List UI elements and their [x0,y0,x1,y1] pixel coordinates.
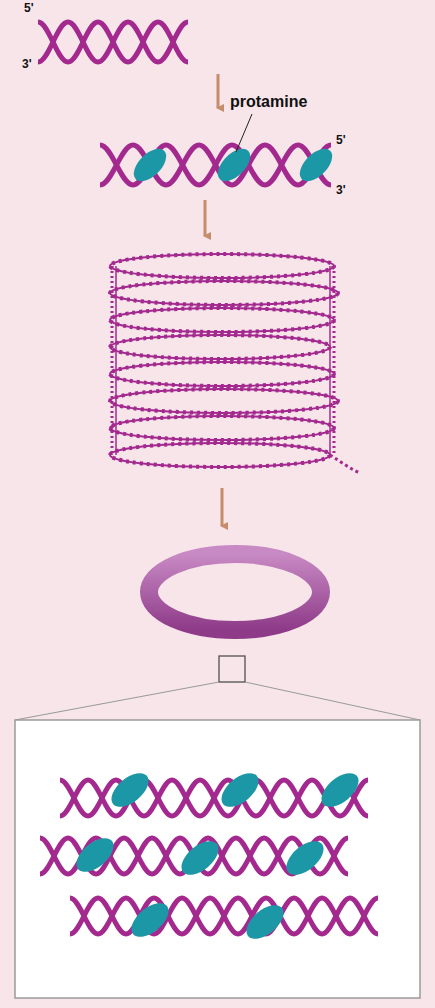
protamine-blob [175,835,224,882]
dna-strand [70,898,378,934]
coil-loop [110,389,338,413]
process-arrow [221,488,224,526]
coil-loop [110,416,334,440]
dna-strand [100,145,331,185]
zoom-square [219,656,245,682]
coil-loop [110,416,334,440]
coiled-dna [110,254,360,473]
protamine-blob [125,897,174,944]
protamine-molecules [128,143,338,187]
protamine-blob [294,143,338,187]
leader-line [236,114,252,152]
coil-loop [110,281,338,305]
zoom-line [15,682,219,720]
coil-link [329,266,331,455]
dna-helix [100,145,331,185]
strand-end-label: 3' [336,184,346,196]
coil-loop [110,281,338,305]
part-label: protamine [230,94,307,110]
protamine-molecules [70,767,364,946]
zoom-box [15,720,420,998]
coil-link [115,266,117,455]
coil-loop [110,443,330,467]
coil-loop [110,335,330,359]
protamine-blob [70,832,119,879]
dna-strand [100,145,331,185]
protamine-blob [315,767,364,814]
dna-strand [70,898,378,934]
protamine-blob [280,835,329,882]
coil-end [330,455,360,473]
dna-strand [38,22,188,62]
toroid [149,554,321,630]
protamine-blob [240,899,289,946]
strand-end-label: 5' [336,134,346,146]
coil-loop [110,335,330,359]
process-arrow [204,200,207,236]
coil-loop [110,308,334,332]
protamine-blob [215,767,264,814]
protamine-blob [212,143,256,187]
coil-loop [110,254,334,278]
process-arrow [217,74,220,108]
zoom-line [245,682,420,720]
dna-helix [38,22,188,62]
protamine-blob [128,143,172,187]
coil-loop [110,443,330,467]
coil-loop [110,362,334,386]
coil-loop [110,308,334,332]
coil-link [111,266,114,455]
coil-loop [110,362,334,386]
coil-link [333,266,336,455]
protamine-blob [105,767,154,814]
coil-loop [110,254,334,278]
dna-strand [38,22,188,62]
strand-end-label: 3' [22,58,32,70]
strand-end-label: 5' [24,2,34,14]
coil-loop [110,389,338,413]
